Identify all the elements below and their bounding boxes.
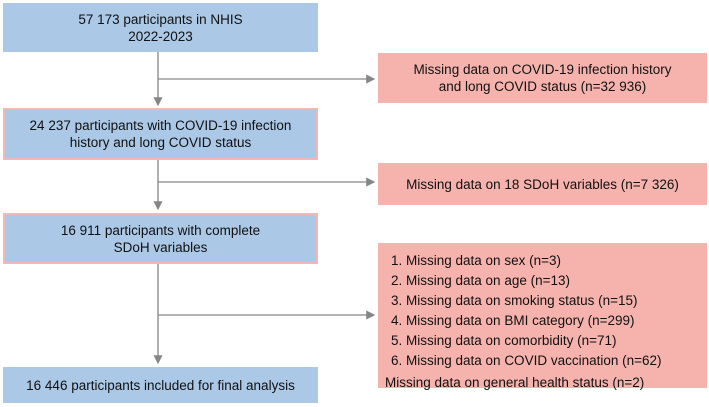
exclusion-list-footer: Missing data on general health status (n… — [385, 375, 645, 390]
exclusion-list-item: 6. Missing data on COVID vaccination (n=… — [391, 353, 662, 368]
flow-box-covid-history: 24 237 participants with COVID-19 infect… — [3, 108, 318, 160]
flow-box-text-line: 16 911 participants with complete — [60, 222, 261, 238]
flow-box-text-line: SDoH variables — [113, 239, 208, 255]
flow-box-nhis-total: 57 173 participants in NHIS 2022-2023 — [3, 3, 318, 52]
exclusion-box-covid-missing: Missing data on COVID-19 infection histo… — [378, 53, 707, 103]
exclusion-text-line: Missing data on 18 SDoH variables (n=7 3… — [406, 176, 679, 192]
exclusion-box-sdoh-missing: Missing data on 18 SDoH variables (n=7 3… — [378, 163, 707, 205]
exclusion-box-covariates-missing: 1. Missing data on sex (n=3) 2. Missing … — [378, 243, 707, 390]
flow-box-text-line: 24 237 participants with COVID-19 infect… — [29, 118, 292, 133]
flow-box-text-line: 57 173 participants in NHIS — [78, 11, 243, 27]
exclusion-list-item: 5. Missing data on comorbidity (n=71) — [391, 333, 617, 348]
exclusion-text-line: and long COVID status (n=32 936) — [438, 79, 647, 94]
exclusion-list-item: 1. Missing data on sex (n=3) — [391, 253, 561, 268]
exclusion-list-item: 4. Missing data on BMI category (n=299) — [391, 313, 635, 328]
exclusion-list-item: 3. Missing data on smoking status (n=15) — [391, 293, 638, 308]
flow-box-final-analysis: 16 446 participants included for final a… — [3, 367, 318, 403]
flow-box-complete-sdoh: 16 911 participants with complete SDoH v… — [3, 213, 318, 264]
exclusion-text-line: Missing data on COVID-19 infection histo… — [413, 62, 672, 77]
flow-box-text-line: 16 446 participants included for final a… — [26, 377, 295, 393]
flow-box-text-line: 2022-2023 — [128, 28, 193, 44]
flow-box-text-line: history and long COVID status — [69, 135, 252, 150]
exclusion-list-item: 2. Missing data on age (n=13) — [391, 273, 570, 288]
